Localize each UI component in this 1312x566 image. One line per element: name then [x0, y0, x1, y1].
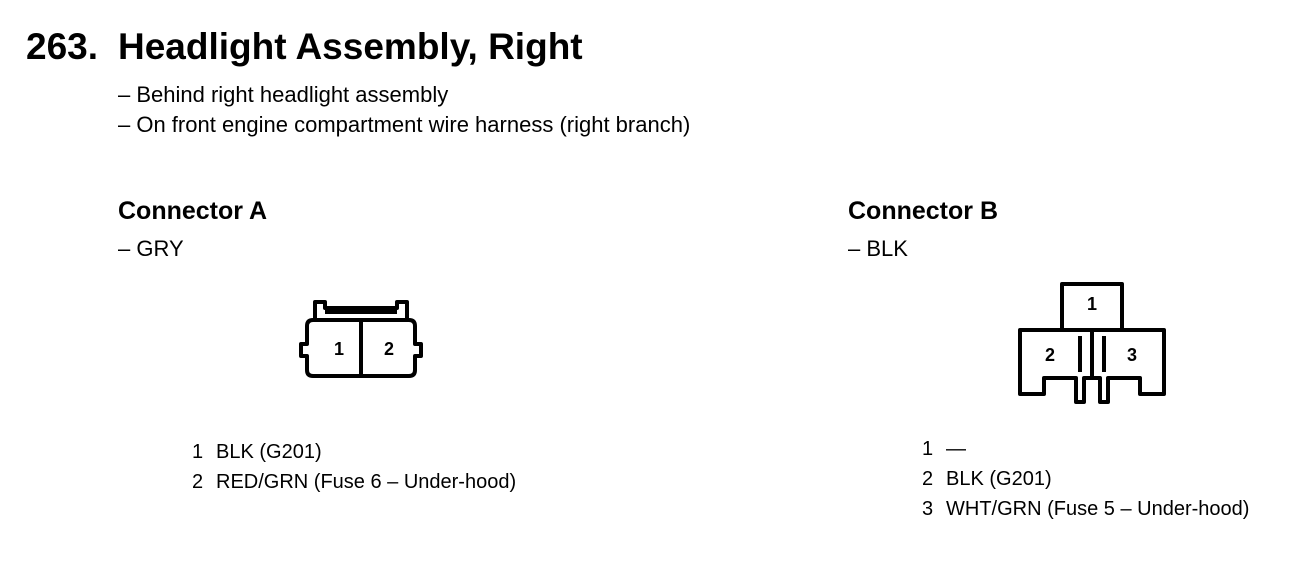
connector-b-color: – BLK	[848, 236, 908, 261]
connector-b-diagram: 1 2 3	[1018, 282, 1166, 404]
connector-b-cavity-3: 3	[1127, 345, 1137, 365]
page-title: 263. Headlight Assembly, Right	[26, 26, 583, 68]
pin-wire: BLK (G201)	[946, 468, 1052, 490]
pin-wire: —	[946, 438, 966, 460]
pin-number: 1	[192, 441, 204, 463]
pin-wire: BLK (G201)	[216, 441, 322, 463]
connector-b-cavity-2: 2	[1045, 345, 1055, 365]
connector-a-pin-row: 1 BLK (G201)	[192, 441, 322, 464]
connector-a-cavity-1: 1	[334, 339, 344, 359]
connector-a-title: Connector A	[118, 197, 268, 225]
pin-number: 2	[192, 471, 204, 493]
component-name: Headlight Assembly, Right	[118, 26, 583, 67]
connector-b-title: Connector B	[848, 197, 998, 225]
connector-b-pin-row: 1—	[922, 438, 966, 461]
connector-a-pin-row: 2 RED/GRN (Fuse 6 – Under-hood)	[192, 471, 516, 494]
connector-a-cavity-2: 2	[384, 339, 394, 359]
connector-a-color: – GRY	[118, 236, 184, 261]
pin-number: 2	[922, 468, 934, 490]
connector-a-diagram: 1 2	[299, 300, 423, 378]
pin-wire: RED/GRN (Fuse 6 – Under-hood)	[216, 471, 517, 493]
component-number: 263.	[26, 26, 99, 67]
connector-b-pin-row: 2 BLK (G201)	[922, 468, 1052, 491]
pin-wire: WHT/GRN (Fuse 5 – Under-hood)	[946, 498, 1250, 520]
location-line: – Behind right headlight assembly	[118, 82, 449, 107]
pin-number: 3	[922, 498, 934, 520]
connector-b-pin-row: 3 WHT/GRN (Fuse 5 – Under-hood)	[922, 498, 1249, 521]
connector-b-cavity-1: 1	[1087, 294, 1097, 314]
location-line: – On front engine compartment wire harne…	[118, 112, 691, 137]
pin-number: 1	[922, 438, 934, 460]
